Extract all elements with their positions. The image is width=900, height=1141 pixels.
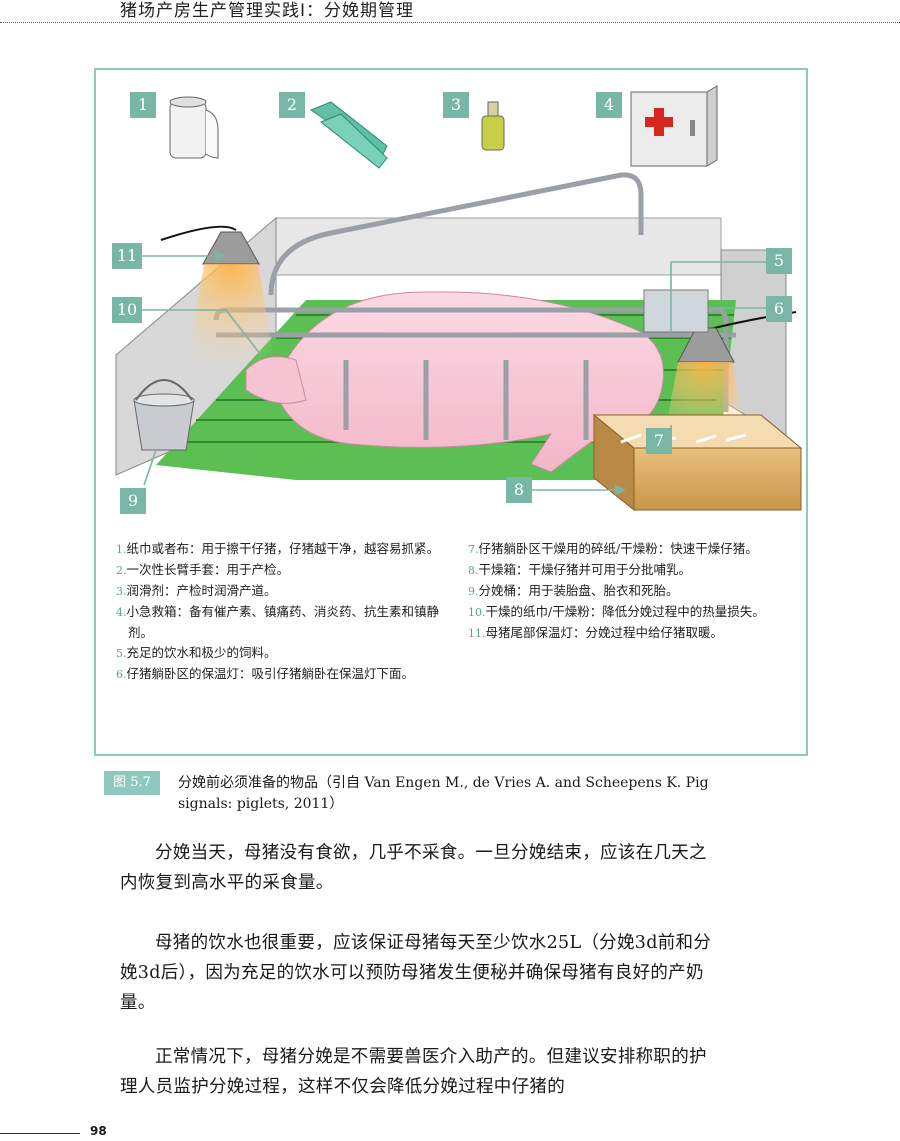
farrowing-pen-illustration bbox=[115, 85, 803, 512]
legend-item: 5.充足的饮水和极少的饲料。 bbox=[116, 645, 277, 660]
page-header: 猪场产房生产管理实践Ⅰ：分娩期管理 bbox=[0, 0, 900, 24]
legend-item: 1.纸巾或者布：用于擦干仔猪，仔猪越干净，越容易抓紧。 bbox=[116, 541, 440, 556]
feeder-drinker bbox=[643, 289, 709, 333]
legend-right-column: 7.仔猪躺卧区干燥用的碎纸/干燥粉：快速干燥仔猪。 8.干燥箱：干燥仔猪并可用于… bbox=[468, 539, 796, 644]
body-paragraph-3: 正常情况下，母猪分娩是不需要兽医介入助产的。但建议安排称职的护理人员监护分娩过程… bbox=[120, 1047, 707, 1097]
callout-5: 5 bbox=[766, 248, 792, 274]
body-paragraph-1: 分娩当天，母猪没有食欲，几乎不采食。一旦分娩结束，应该在几天之内恢复到高水平的采… bbox=[120, 843, 707, 893]
drying-box bbox=[592, 413, 803, 512]
callout-1: 1 bbox=[130, 92, 156, 118]
legend-item: 9.分娩桶：用于装胎盘、胎衣和死胎。 bbox=[468, 583, 679, 598]
callout-2: 2 bbox=[279, 92, 305, 118]
figure-caption: 分娩前必须准备的物品（引自 Van Engen M., de Vries A. … bbox=[178, 775, 709, 812]
callout-11: 11 bbox=[112, 243, 142, 269]
callout-6: 6 bbox=[766, 296, 792, 322]
callout-4: 4 bbox=[596, 92, 622, 118]
legend-item: 3.润滑剂：产检时润滑产道。 bbox=[116, 583, 277, 598]
first-aid-kit-icon bbox=[630, 85, 718, 167]
footer-rule bbox=[0, 1133, 80, 1134]
gloves-icon bbox=[309, 101, 388, 169]
farrowing-bucket-icon bbox=[133, 379, 195, 451]
legend-item: 7.仔猪躺卧区干燥用的碎纸/干燥粉：快速干燥仔猪。 bbox=[468, 541, 758, 556]
callout-7: 7 bbox=[646, 428, 672, 454]
legend-item: 6.仔猪躺卧区的保温灯：吸引仔猪躺卧在保温灯下面。 bbox=[116, 666, 415, 681]
page-number: 98 bbox=[90, 1124, 107, 1138]
running-title: 猪场产房生产管理实践Ⅰ：分娩期管理 bbox=[120, 1, 415, 21]
legend-item: 4.小急救箱：备有催产素、镇痛药、消炎药、抗生素和镇静剂。 bbox=[116, 604, 440, 640]
header-divider bbox=[0, 22, 900, 23]
body-paragraph-2: 母猪的饮水也很重要，应该保证母猪每天至少饮水25L（分娩3d前和分娩3d后），因… bbox=[120, 933, 712, 1013]
callout-10: 10 bbox=[112, 297, 142, 323]
figure-label: 图 5.7 bbox=[104, 771, 160, 795]
legend-item: 11.母猪尾部保温灯：分娩过程中给仔猪取暖。 bbox=[468, 625, 724, 640]
legend-item: 8.干燥箱：干燥仔猪并可用于分批哺乳。 bbox=[468, 562, 692, 577]
callout-9: 9 bbox=[120, 488, 146, 514]
callout-8: 8 bbox=[506, 477, 532, 503]
lubricant-bottle-icon bbox=[481, 101, 505, 151]
callout-3: 3 bbox=[443, 92, 469, 118]
legend-item: 2.一次性长臂手套：用于产检。 bbox=[116, 562, 290, 577]
legend-item: 10.干燥的纸巾/干燥粉：降低分娩过程中的热量损失。 bbox=[468, 604, 765, 619]
paper-roll-icon bbox=[169, 96, 219, 159]
callout-leaders bbox=[142, 250, 766, 496]
legend-left-column: 1.纸巾或者布：用于擦干仔猪，仔猪越干净，越容易抓紧。 2.一次性长臂手套：用于… bbox=[116, 539, 451, 685]
figure-frame: 1 2 3 4 5 6 7 8 9 10 11 1.纸巾或者布：用于擦干仔猪，仔… bbox=[94, 68, 808, 756]
